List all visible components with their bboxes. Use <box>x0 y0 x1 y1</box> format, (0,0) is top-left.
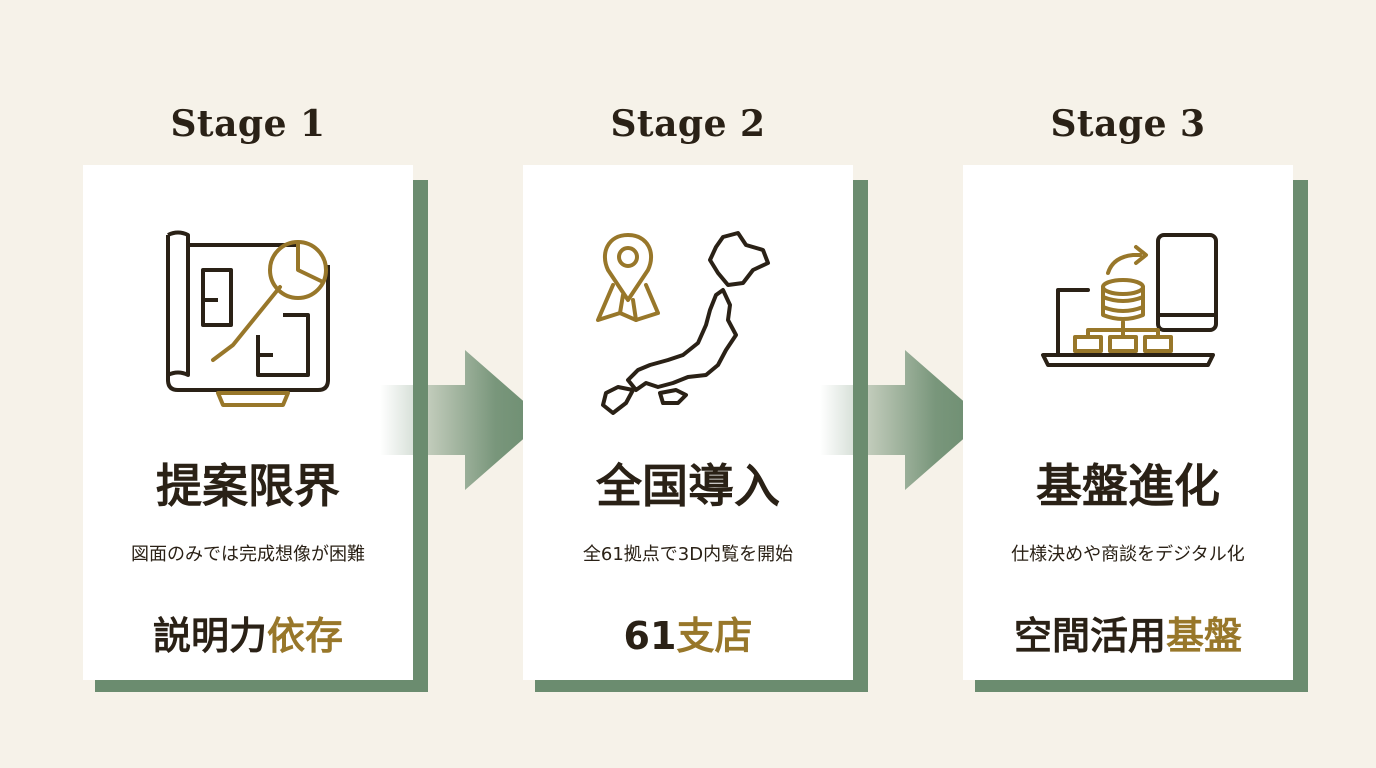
japan-map-pin-icon <box>596 231 770 415</box>
stage-2-subtitle: 全61拠点で3D内覧を開始 <box>582 544 794 565</box>
stage-3-card: 基盤進化 仕様決めや商談をデジタル化 空間活用基盤 <box>963 165 1293 680</box>
stage-3-subtitle: 仕様決めや商談をデジタル化 <box>1011 544 1245 565</box>
stage-3-title: 基盤進化 <box>1036 459 1220 513</box>
stage-1-result: 説明力依存 <box>83 605 413 660</box>
stage-2-card: 全国導入 全61拠点で3D内覧を開始 61支店 <box>523 165 853 680</box>
stage-3-result-accent: 基盤 <box>1166 614 1243 658</box>
stage-3-result: 空間活用基盤 <box>963 605 1293 660</box>
floor-plan-chart-icon <box>166 230 330 407</box>
laptop-database-phone-icon <box>1041 233 1218 367</box>
stage-3-result-main: 空間活用 <box>1013 614 1166 658</box>
stage-2-label: Stage 2 <box>610 103 766 145</box>
stage-1-result-main: 説明力 <box>152 614 267 658</box>
arrow-1-icon <box>380 350 545 490</box>
stage-2-title: 全国導入 <box>596 459 780 513</box>
stage-1-label: Stage 1 <box>170 103 326 145</box>
stage-1-card: 提案限界 図面のみでは完成想像が困難 説明力依存 <box>83 165 413 680</box>
stage-3-label: Stage 3 <box>1050 103 1206 145</box>
arrow-2-icon <box>820 350 985 490</box>
stage-1-result-accent: 依存 <box>267 614 344 658</box>
stage-1-subtitle: 図面のみでは完成想像が困難 <box>131 544 365 565</box>
stage-1-title: 提案限界 <box>156 459 340 513</box>
stage-2-result: 61支店 <box>523 605 853 660</box>
stage-2-result-main: 61 <box>623 614 677 658</box>
stage-2-result-accent: 支店 <box>676 614 753 658</box>
